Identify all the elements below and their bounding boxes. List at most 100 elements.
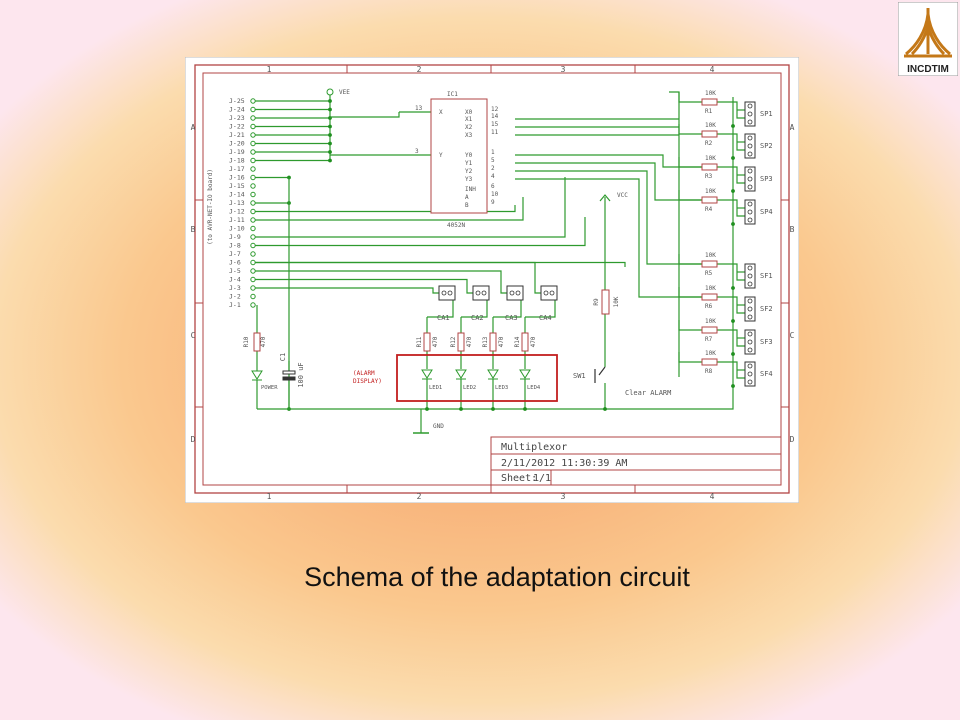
row-label-left: D [191,435,196,444]
junction-dot [425,407,429,411]
connector-pin [250,217,256,223]
connector-pin [747,363,753,369]
resistor-name: R4 [705,206,713,213]
jumper-pin [441,290,447,296]
led-LED1 [421,369,433,379]
resistor-name: R13 [482,336,489,347]
resistor-value: 470 [530,336,537,347]
resistor-name: R12 [450,336,457,347]
row-label-right: D [790,435,795,444]
connector-pin-label: J-14 [229,191,245,199]
connector-pin [250,276,256,283]
ic1-pin-label: Y2 [465,168,473,175]
connector-pin [747,298,753,304]
junction-dot [731,352,735,356]
connector-pin [250,191,256,198]
junction-dot [731,189,735,193]
ic1-pin-label: B [465,202,469,209]
connector-pin [250,183,256,189]
connector-pin [747,339,753,345]
resistor-value: 470 [260,336,267,347]
connector-pin [747,209,753,215]
connector-pin-label: J-17 [229,165,245,173]
connector-pin-label: J-10 [229,225,245,233]
jumper-CA3 [506,285,524,301]
row-label-left: A [191,123,196,132]
connector-pin-label: J-23 [229,114,245,122]
ic1-pin-label: INH [465,186,476,193]
connector-pin [747,265,753,271]
resistor-R1 [701,98,718,106]
switch-label: Clear ALARM [625,389,671,397]
resistor-name: R6 [705,303,713,310]
connector-pin-label: J-18 [229,157,245,165]
resistor-value: 10K [705,188,716,195]
resistor-value: 10K [705,155,716,162]
connector-pin [250,268,256,274]
connector-note: (to AVR-NET-IO board) [207,169,214,245]
jumper-pin [549,290,555,296]
led-label: LED2 [463,385,476,391]
junction-dot [731,124,735,128]
title-block [490,436,782,486]
jumper-CA2 [472,285,490,301]
ic1-pin-number: 11 [491,129,499,136]
wire [330,112,400,118]
connector-label: SF1 [760,272,773,280]
resistor-R11 [423,332,431,352]
resistor-name: R2 [705,140,713,147]
resistor-R7 [701,326,718,334]
connector-pin [250,106,256,113]
connector-pin-label: J-25 [229,97,245,105]
resistor-name: R9 [593,298,600,306]
ic1-pin-number: 1 [491,149,495,156]
connector-pin [250,132,256,138]
connector-pin [250,285,256,291]
ic1-pin-number: 5 [491,157,495,164]
title-block-date: 2/11/2012 11:30:39 AM [501,458,627,469]
jumper-CA1 [438,285,456,301]
ic1-pin-label: Y0 [465,152,473,159]
ic1-pin-label: Y3 [465,176,473,183]
junction-dot [731,319,735,323]
connector-pin-label: J-7 [229,250,241,258]
wire [525,300,556,318]
connector-pin [250,140,256,147]
ic1-pin-number: 4 [491,173,495,180]
row-label-left: B [191,225,196,234]
connector-pin-label: J-4 [229,276,241,284]
wire [493,300,522,318]
connector-pin [747,143,753,149]
title-block-sheet-label: Sheet: [501,473,537,484]
connector-pin-label: J-6 [229,259,241,267]
led-label: LED1 [429,385,442,391]
connector-label: SP4 [760,208,773,216]
jumper-pin [447,290,453,296]
connector-pin [250,174,256,181]
resistor-name: R5 [705,270,713,277]
ic1-pin-number: 13 [415,105,423,112]
column-label-bottom: 4 [710,492,715,501]
resistor-R12 [457,332,465,352]
connector-pin-label: J-8 [229,242,241,250]
ic1-pin-number: 12 [491,106,499,113]
ic1-pin-number: 9 [491,199,495,206]
wire [255,270,507,294]
junction-dot [328,124,332,129]
connector-pin [250,157,256,164]
jumper-label: CA4 [539,314,552,322]
ic1-pin-number: 6 [491,183,495,190]
resistor-R3 [701,163,718,171]
resistor-name: R10 [243,336,250,347]
connector-pin-label: J-19 [229,148,245,156]
resistor-name: R7 [705,336,713,343]
ic1-pin-label: Y [439,152,443,159]
jumper-pin [543,290,549,296]
junction-dot [328,150,332,154]
wire [255,217,586,247]
connector-pin [250,123,256,130]
resistor-R8 [701,358,718,366]
resistor-R14 [521,332,529,352]
connector-pin [250,302,256,308]
connector-pin-label: J-9 [229,233,241,241]
